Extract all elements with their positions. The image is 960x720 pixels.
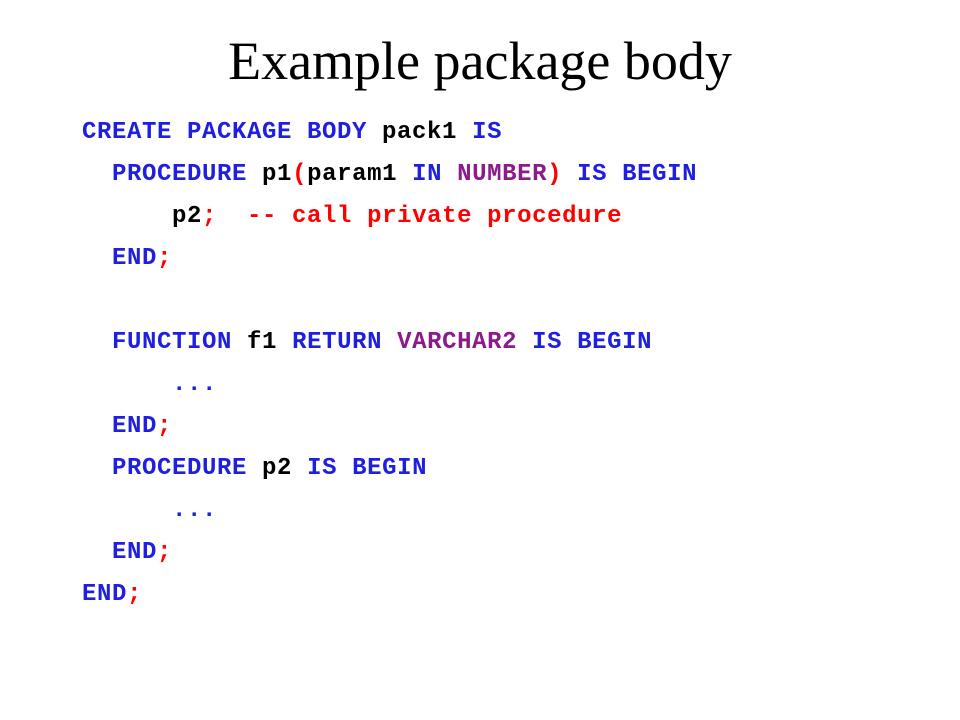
code-token-keyword: PROCEDURE [112, 455, 263, 482]
code-token-keyword: END [82, 581, 128, 608]
code-token-keyword: END [112, 413, 158, 440]
code-token-keyword: RETURN [292, 329, 398, 356]
slide-title: Example package body [228, 31, 732, 91]
code-indent [82, 329, 112, 356]
code-token-comment: -- call private procedure [247, 203, 623, 230]
code-line: p2; -- call private procedure [82, 196, 697, 238]
code-token-punctuation: ; [157, 413, 173, 440]
code-token-identifier: p2 [262, 455, 308, 482]
code-token-keyword: END [112, 245, 158, 272]
code-line: END; [82, 574, 697, 616]
code-line: CREATE PACKAGE BODY pack1 IS [82, 112, 697, 154]
code-token-keyword: IS [472, 119, 503, 146]
code-token-keyword: FUNCTION [112, 329, 248, 356]
code-token-keyword: IN [412, 161, 458, 188]
code-token-punctuation: ; [202, 203, 248, 230]
code-line: END; [82, 532, 697, 574]
code-token-punctuation: ( [292, 161, 308, 188]
code-token-keyword: ... [172, 371, 218, 398]
code-token-type: NUMBER [457, 161, 548, 188]
code-block: CREATE PACKAGE BODY pack1 IS PROCEDURE p… [82, 112, 697, 616]
code-token-keyword: END [112, 539, 158, 566]
code-token-punctuation: ; [127, 581, 143, 608]
code-line: END; [82, 238, 697, 280]
code-token-keyword: ... [172, 497, 218, 524]
code-indent [82, 371, 172, 398]
code-line: END; [82, 406, 697, 448]
code-indent [82, 203, 172, 230]
code-line: ... [82, 490, 697, 532]
code-token-keyword: IS BEGIN [307, 455, 428, 482]
code-token-identifier: param1 [307, 161, 413, 188]
code-token-punctuation: ) [547, 161, 578, 188]
code-line [82, 280, 697, 322]
code-token-identifier: pack1 [382, 119, 473, 146]
code-token-keyword: IS BEGIN [532, 329, 653, 356]
code-token-punctuation: ; [157, 539, 173, 566]
code-indent [82, 497, 172, 524]
code-line: PROCEDURE p2 IS BEGIN [82, 448, 697, 490]
code-token-keyword: CREATE PACKAGE BODY [82, 119, 383, 146]
code-token-type: VARCHAR2 [397, 329, 533, 356]
code-indent [82, 539, 112, 566]
code-line: ... [82, 364, 697, 406]
code-token-keyword: IS BEGIN [577, 161, 698, 188]
code-token-identifier: f1 [247, 329, 293, 356]
code-token-punctuation: ; [157, 245, 173, 272]
code-line: PROCEDURE p1(param1 IN NUMBER) IS BEGIN [82, 154, 697, 196]
code-indent [82, 161, 112, 188]
code-line: FUNCTION f1 RETURN VARCHAR2 IS BEGIN [82, 322, 697, 364]
code-indent [82, 455, 112, 482]
code-token-identifier: p2 [172, 203, 203, 230]
code-token-keyword: PROCEDURE [112, 161, 263, 188]
code-indent [82, 413, 112, 440]
code-indent [82, 245, 112, 272]
code-token-identifier: p1 [262, 161, 293, 188]
